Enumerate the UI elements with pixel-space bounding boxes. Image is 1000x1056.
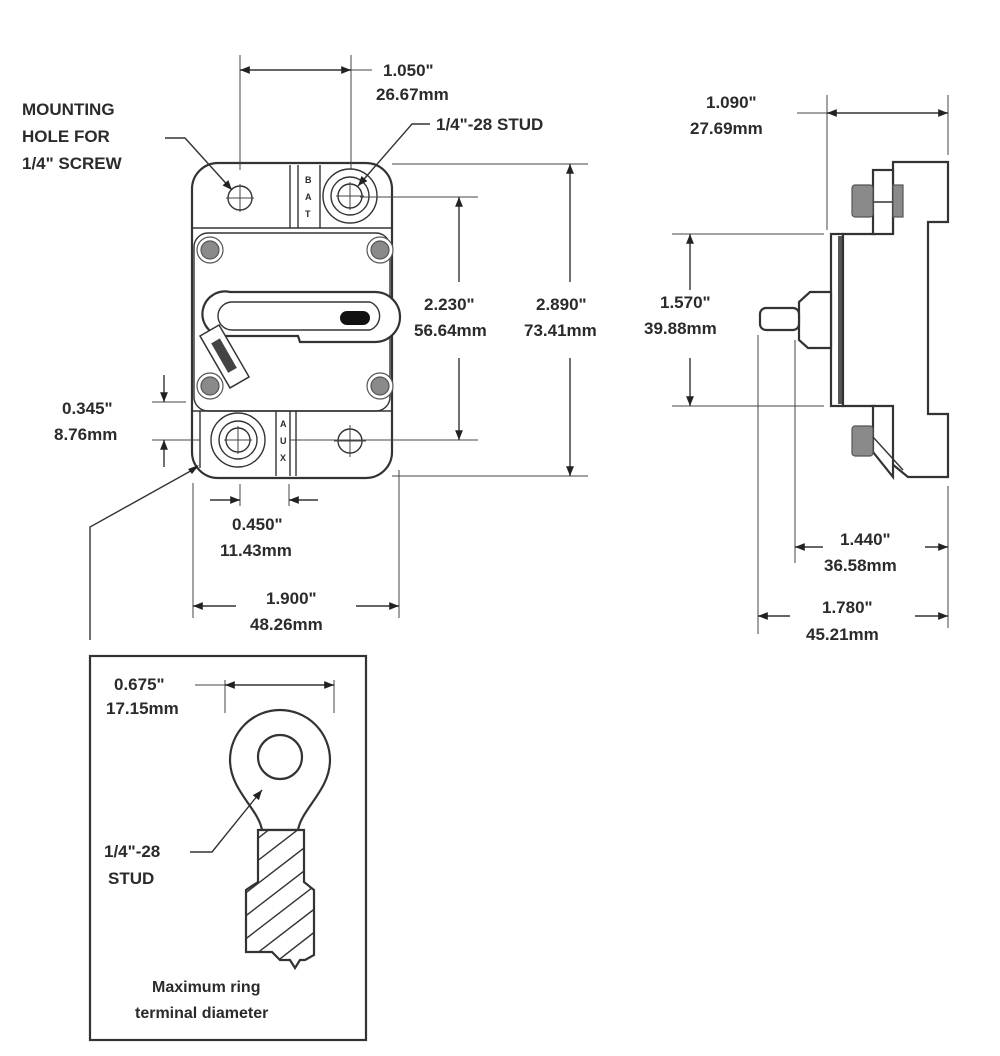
- dim-stud-center-mm: 11.43mm: [220, 541, 292, 560]
- aux-stud-icon: [210, 412, 266, 468]
- dim-overall-width-mm: 48.26mm: [250, 615, 323, 634]
- dim-stud-center-in: 0.450": [232, 515, 283, 534]
- bat-label-t: T: [305, 209, 311, 219]
- ring-stud-label-line1: 1/4"-28: [104, 842, 160, 861]
- ring-stud-label-line2: STUD: [108, 869, 154, 888]
- wire-icon: [244, 828, 316, 971]
- ring-terminal-detail: 0.675" 17.15mm 1/4"-28 STUD Maximum ring…: [88, 654, 368, 1042]
- indicator-icon: [340, 311, 370, 325]
- screw-icon: [366, 372, 394, 400]
- reset-lever-icon: [198, 323, 251, 389]
- mounting-hole-label-line3: 1/4" SCREW: [22, 154, 123, 173]
- bat-label-a: A: [305, 192, 312, 202]
- reset-handle-slot: [201, 290, 402, 344]
- dim-depth-top-mm: 27.69mm: [690, 119, 763, 138]
- screw-icon: [366, 236, 394, 264]
- bat-stud-icon: [322, 168, 378, 224]
- dim-flange-height-in: 1.570": [660, 293, 711, 312]
- dim-hole-spacing-in: 1.050": [383, 61, 434, 80]
- dim-stud-spacing-in: 2.230": [424, 295, 475, 314]
- front-view: B A T: [22, 55, 597, 640]
- screw-icon: [196, 236, 224, 264]
- aux-label-x: X: [280, 453, 286, 463]
- dim-overall-height-in: 2.890": [536, 295, 587, 314]
- stud-label: 1/4"-28 STUD: [436, 115, 543, 134]
- mounting-hole-label-line2: HOLE FOR: [22, 127, 110, 146]
- dim-depth-overall-mm: 45.21mm: [806, 625, 879, 644]
- aux-label-u: U: [280, 436, 287, 446]
- bat-label-b: B: [305, 175, 312, 185]
- dim-depth-body-mm: 36.58mm: [824, 556, 897, 575]
- mounting-hole-icon: [334, 425, 366, 457]
- mounting-hole-label-line1: MOUNTING: [22, 100, 115, 119]
- dim-overall-height-mm: 73.41mm: [524, 321, 597, 340]
- ring-caption-line2: terminal diameter: [135, 1005, 268, 1022]
- dim-stud-spacing-mm: 56.64mm: [414, 321, 487, 340]
- dim-depth-body-in: 1.440": [840, 530, 891, 549]
- dim-ring-diameter-mm: 17.15mm: [106, 699, 179, 718]
- side-view: 1.090" 27.69mm 1.570" 39.88mm 1.440" 36.…: [644, 93, 950, 644]
- dim-overall-width-in: 1.900": [266, 589, 317, 608]
- screw-icon: [196, 372, 224, 400]
- dim-hole-spacing-mm: 26.67mm: [376, 85, 449, 104]
- dim-depth-top-in: 1.090": [706, 93, 757, 112]
- dim-depth-overall-in: 1.780": [822, 598, 873, 617]
- ring-caption-line1: Maximum ring: [152, 979, 260, 996]
- detail-frame: [88, 654, 368, 1042]
- dim-stud-offset-in: 0.345": [62, 399, 113, 418]
- mounting-hole-icon: [226, 184, 254, 212]
- dim-ring-diameter-in: 0.675": [114, 675, 165, 694]
- dim-flange-height-mm: 39.88mm: [644, 319, 717, 338]
- aux-label-a: A: [280, 419, 287, 429]
- dim-stud-offset-mm: 8.76mm: [54, 425, 117, 444]
